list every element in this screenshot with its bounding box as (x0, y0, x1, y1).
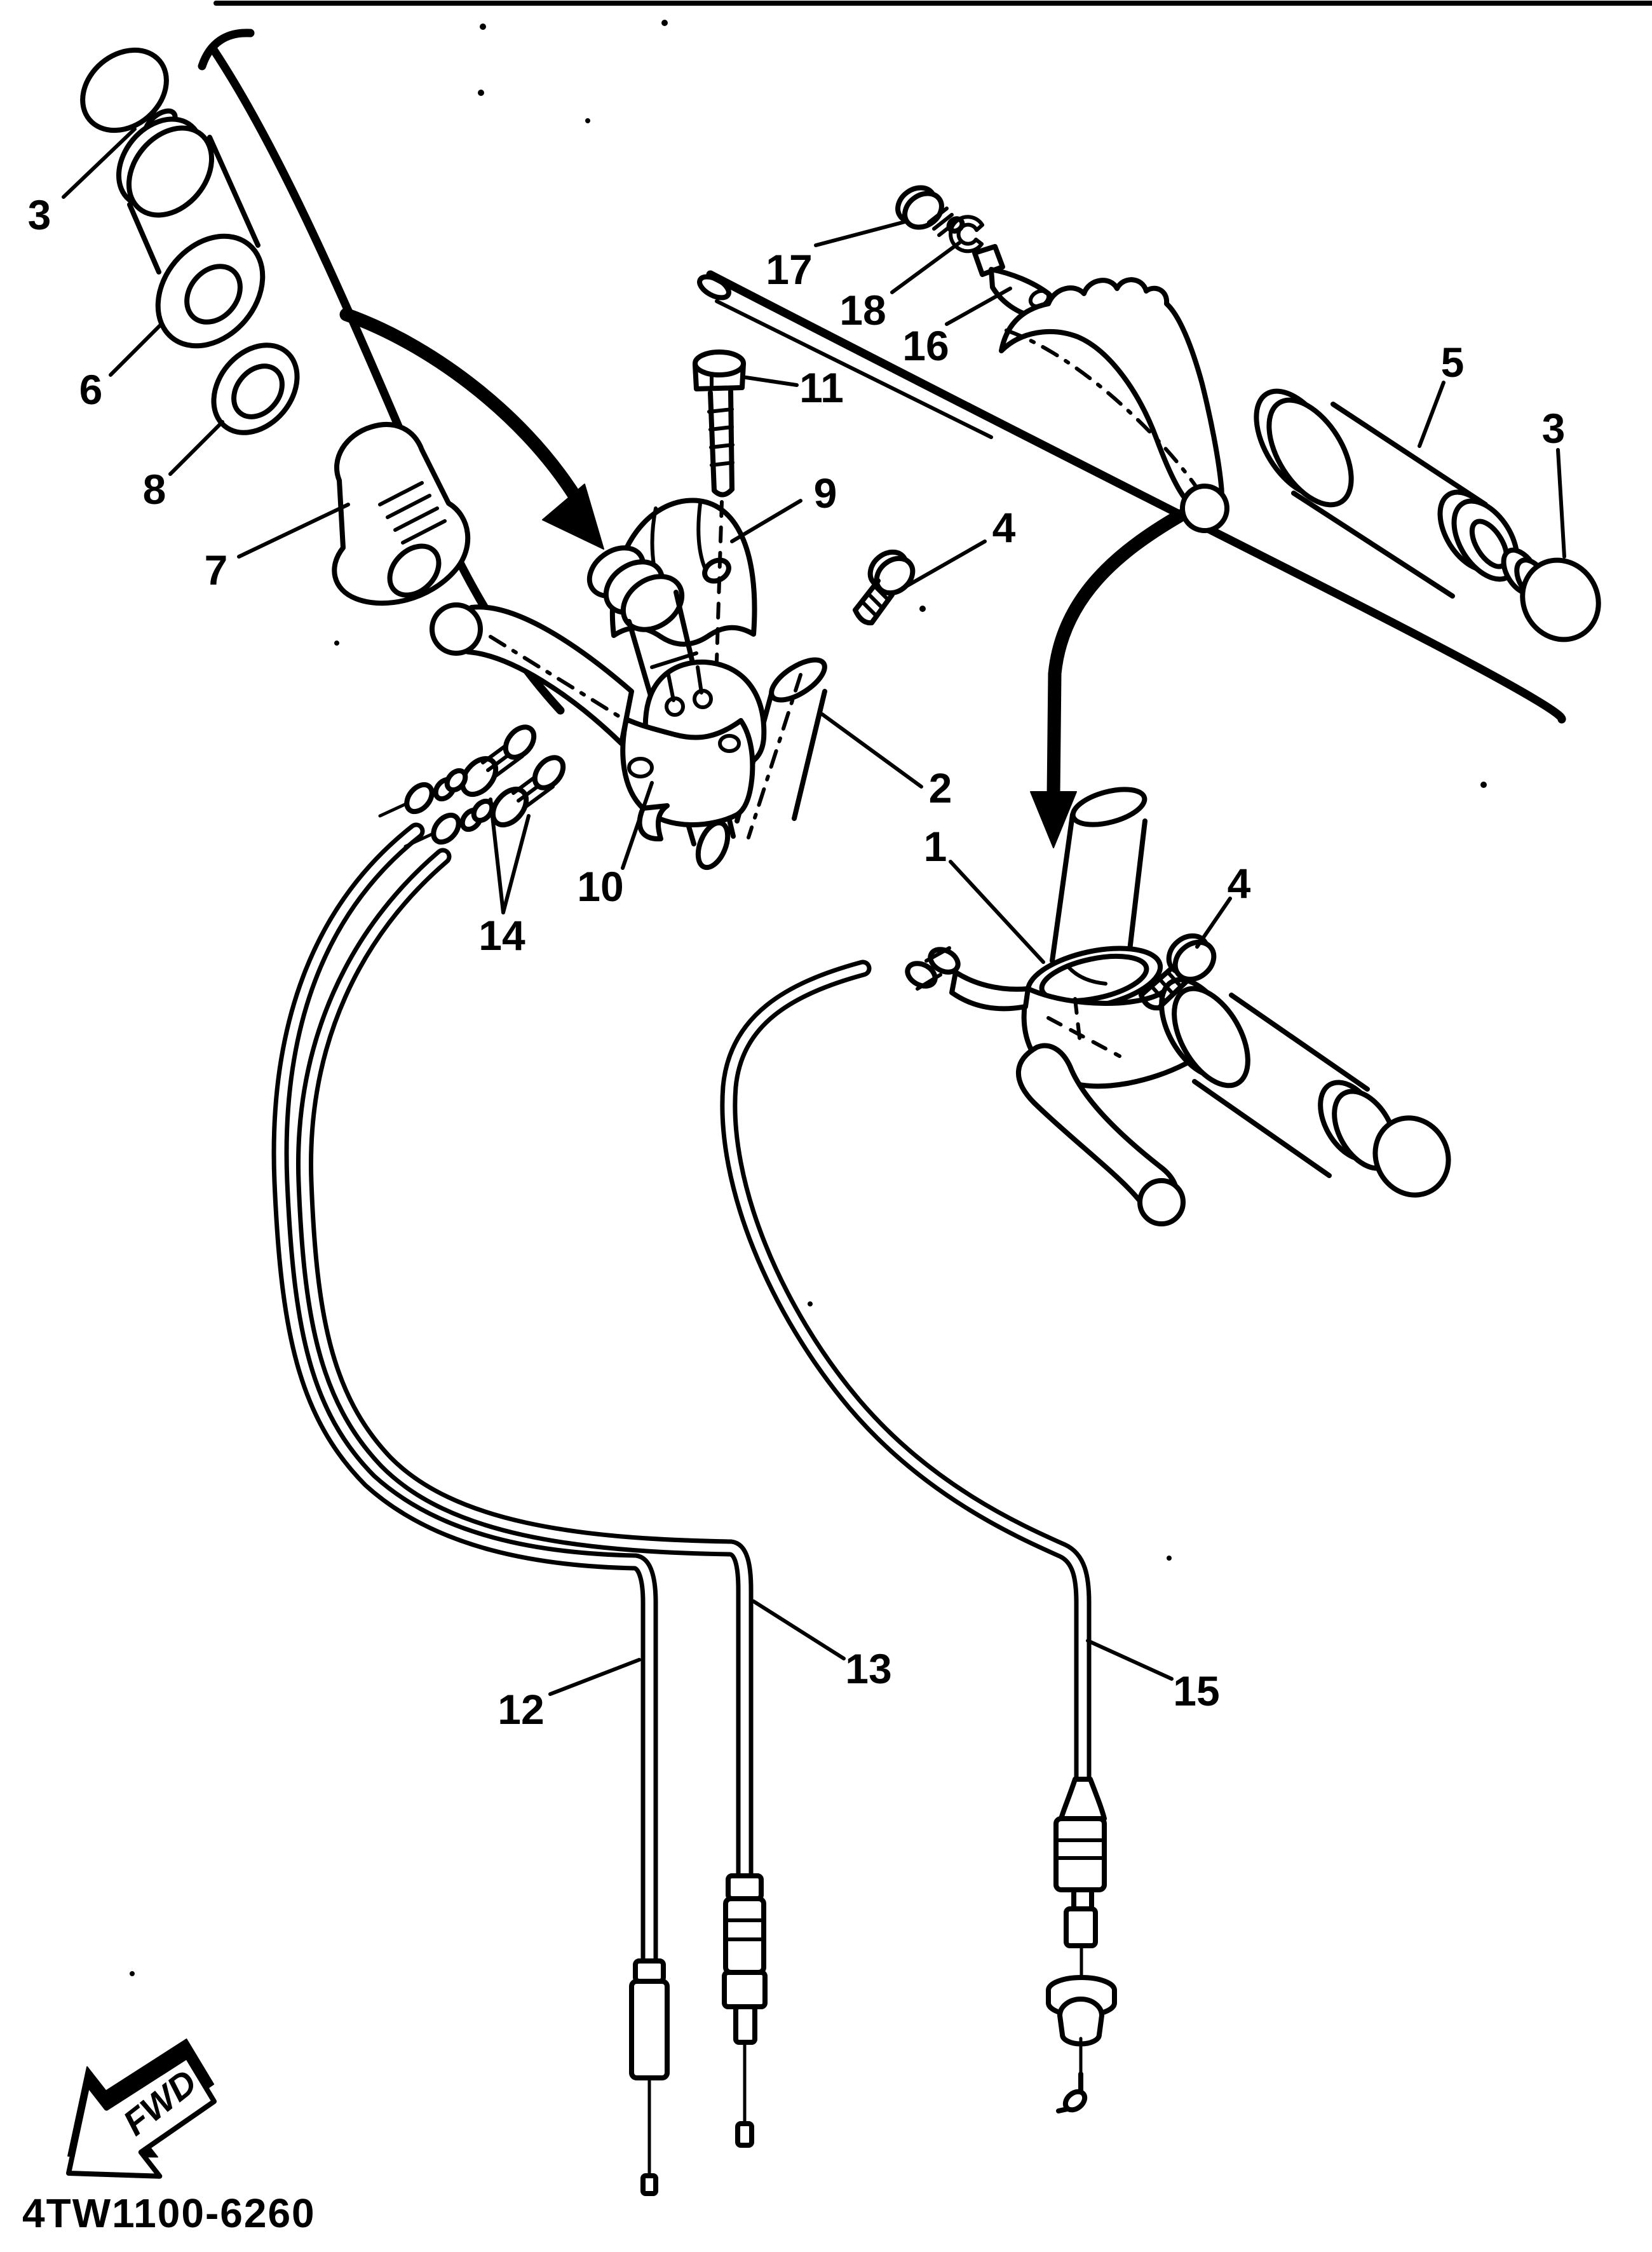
cable-adjusters (459, 724, 566, 827)
callout-9: 9 (814, 470, 837, 517)
cable-guide-holder (332, 422, 471, 606)
throttle-cable-13-route (295, 848, 754, 1885)
cable-13-lower-end (722, 1873, 768, 2148)
callout-leader-7 (237, 503, 350, 559)
callout-leader-12 (548, 1658, 641, 1696)
grip-washer (211, 343, 300, 435)
callout-4-right: 4 (1228, 860, 1251, 907)
drawing-number: 4TW1100-6260 (22, 2190, 316, 2236)
callout-leader-5 (1418, 381, 1446, 448)
callout-leader-3-right (1556, 448, 1566, 559)
callout-5: 5 (1441, 339, 1465, 386)
handlebar-right-line (697, 270, 1566, 724)
callout-leader-9 (730, 499, 802, 543)
callout-leader-2 (820, 712, 923, 789)
scan-artifacts (130, 1, 1652, 1976)
callout-17: 17 (766, 246, 812, 293)
callout-13: 13 (845, 1645, 891, 1692)
cable-end-fittings-upper (378, 768, 495, 848)
callout-leader-17 (814, 219, 909, 247)
callout-leader-11 (744, 376, 799, 387)
callout-leader-15 (1086, 1639, 1174, 1681)
throttle-grip-left (116, 116, 266, 349)
callout-6: 6 (79, 366, 103, 413)
callout-leader-8 (168, 420, 224, 476)
callout-leader-3-left (62, 127, 137, 199)
callout-18: 18 (839, 287, 886, 334)
callout-15: 15 (1173, 1667, 1219, 1714)
callout-leader-18 (890, 241, 961, 294)
lock-washer (949, 215, 984, 254)
starter-lever-assembly (905, 787, 1451, 1226)
brake-lever-left (430, 602, 646, 746)
callout-16: 16 (902, 322, 949, 369)
callout-12: 12 (498, 1686, 544, 1733)
callout-leader-16 (945, 287, 1012, 326)
perch-bolt-right (1139, 933, 1217, 1011)
decomp-lever (972, 244, 1229, 533)
callout-14: 14 (478, 912, 525, 959)
callout-leader-1 (949, 860, 1045, 964)
callout-11: 11 (799, 364, 844, 411)
callout-3-left: 3 (28, 191, 51, 238)
callout-7: 7 (205, 546, 228, 594)
starter-cable-15-route (720, 960, 1092, 1788)
callout-2: 2 (929, 764, 952, 811)
callout-leader-10 (621, 781, 654, 870)
cable-12-lower-end (629, 1958, 670, 2196)
callout-leader-6 (109, 323, 162, 377)
callout-10: 10 (577, 863, 623, 910)
grip-end-cap-right (1501, 547, 1601, 642)
fwd-arrow-icon: FWD (66, 2038, 217, 2179)
callout-4-mid: 4 (992, 504, 1016, 551)
lever-screw (895, 185, 965, 237)
callout-leader-4-right (1195, 897, 1232, 949)
callout-leader-13 (752, 1599, 846, 1660)
throttle-cable-12-route (271, 822, 658, 1970)
callout-leader-14-b (501, 814, 531, 914)
callout-1: 1 (924, 823, 947, 870)
throttle-tube-assembly (586, 545, 827, 871)
callout-8: 8 (143, 466, 166, 513)
explode-arrow-right-icon (1030, 509, 1186, 848)
callout-leader-4-mid (903, 539, 987, 589)
explode-arrow-left-icon (339, 308, 604, 550)
callout-leader-14 (489, 797, 505, 914)
callout-3-right: 3 (1542, 405, 1566, 452)
cable-15-lower-end (1046, 1777, 1117, 2113)
clamp-bolt (693, 349, 746, 498)
